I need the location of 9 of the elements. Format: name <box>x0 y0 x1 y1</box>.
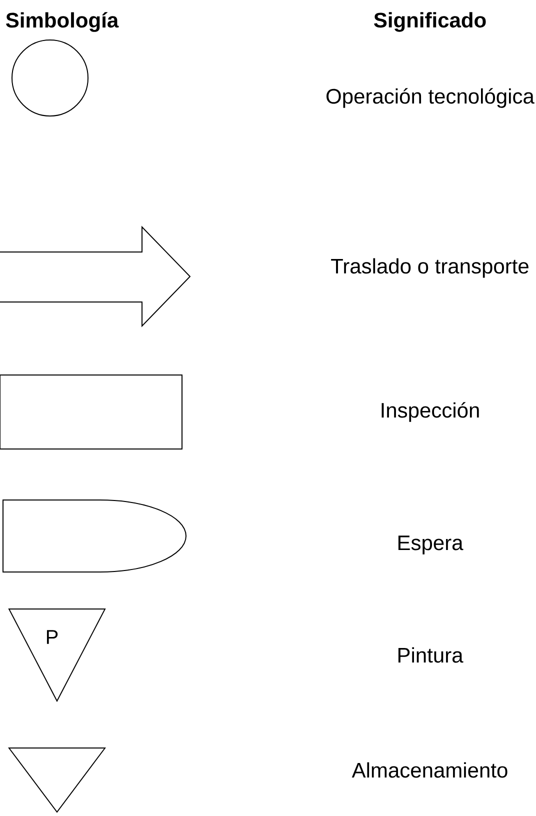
operation-circle <box>12 40 88 116</box>
meaning-label: Operación tecnológica <box>326 88 534 108</box>
meaning-label: Almacenamiento <box>352 762 508 778</box>
meaning-label: Pintura <box>398 647 464 663</box>
meaning-label: Inspección <box>382 402 479 422</box>
meaning-label: Traslado o transporte <box>331 258 528 278</box>
delay-shape <box>2 500 186 572</box>
meaning-label: Espera <box>398 536 464 554</box>
column-heading: Significado <box>374 12 486 32</box>
